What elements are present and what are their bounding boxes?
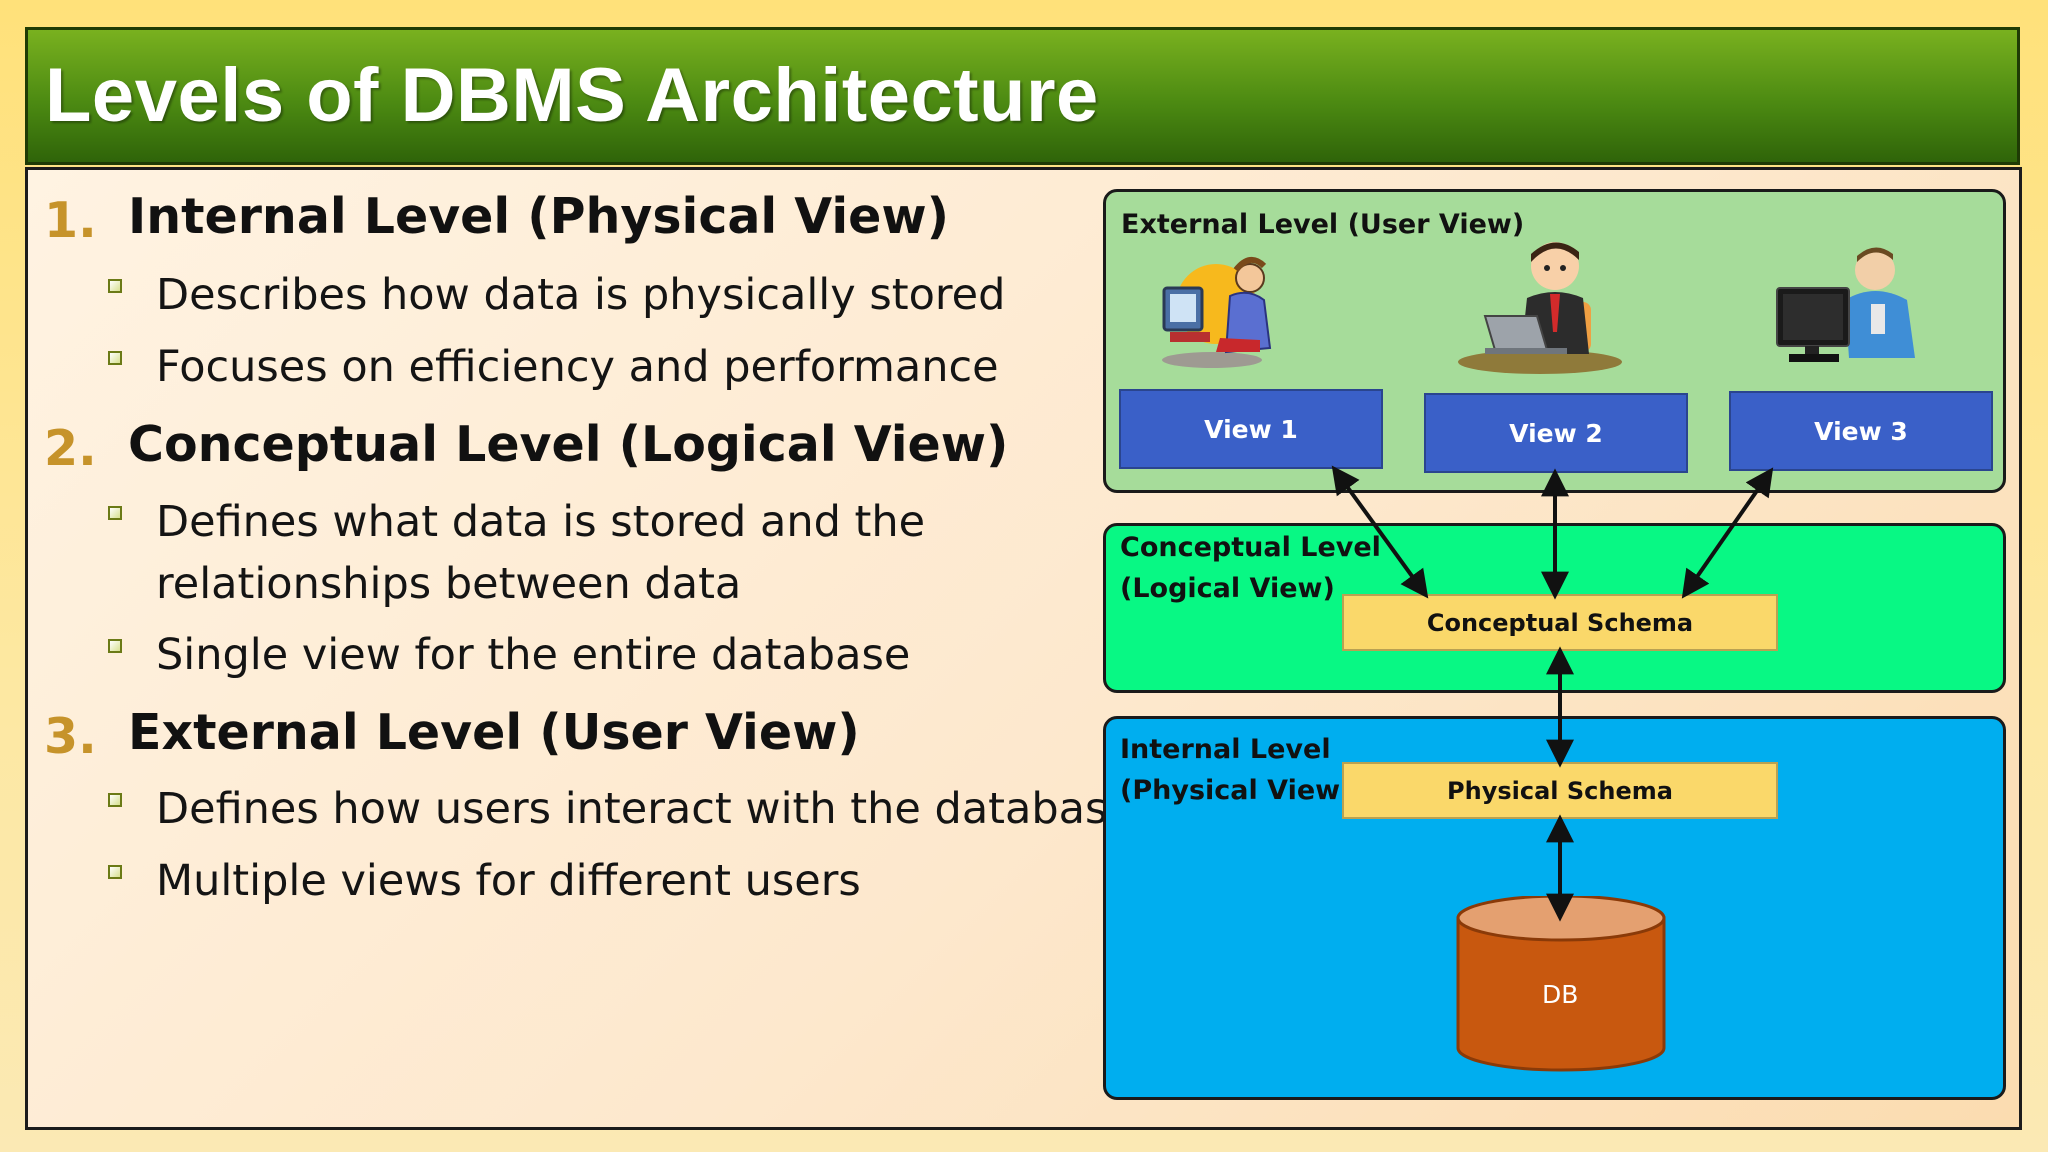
level-2-number: 2. <box>44 420 97 477</box>
bullet-box-icon <box>108 279 122 293</box>
level-2-heading: Conceptual Level (Logical View) <box>128 416 1009 473</box>
level-2-bullet-1: Defines what data is stored and the <box>156 497 926 547</box>
level-3-heading: External Level (User View) <box>128 704 860 761</box>
slide-title: Levels of DBMS Architecture <box>45 53 1099 138</box>
title-bar: Levels of DBMS Architecture <box>25 27 2020 165</box>
level-3-bullet-1: Defines how users interact with the data… <box>156 784 1134 834</box>
bullet-box-icon <box>108 793 122 807</box>
level-3-bullet-2: Multiple views for different users <box>156 856 861 906</box>
level-3-number: 3. <box>44 708 97 765</box>
man-at-monitor-icon <box>1776 247 1915 362</box>
bullet-box-icon <box>108 351 122 365</box>
view-3-label: View 3 <box>1814 416 1908 446</box>
view-3-to-conceptual-arrow <box>1681 467 1774 599</box>
view-2-label: View 2 <box>1509 418 1603 448</box>
businessman-at-laptop-icon <box>1458 242 1622 374</box>
view-1-to-conceptual-arrow <box>1331 465 1429 599</box>
view-1-label: View 1 <box>1204 414 1298 444</box>
internal-level-label-line2: (Physical View) <box>1120 775 1353 806</box>
bullet-box-icon <box>108 865 122 879</box>
level-1-bullet-2: Focuses on efficiency and performance <box>156 342 999 392</box>
view-3-box: View 3 <box>1729 391 1993 471</box>
internal-level-label-line1: Internal Level <box>1120 734 1331 765</box>
bullet-box-icon <box>108 506 122 520</box>
level-1-bullet-1: Describes how data is physically stored <box>156 270 1006 320</box>
physical-schema-label: Physical Schema <box>1447 776 1673 805</box>
level-1-number: 1. <box>44 192 97 249</box>
conceptual-level-label-line2: (Logical View) <box>1120 573 1335 604</box>
db-label: DB <box>1542 980 1579 1009</box>
user-at-computer-icon <box>1162 257 1272 368</box>
view-2-box: View 2 <box>1424 393 1688 473</box>
conceptual-schema-label: Conceptual Schema <box>1426 608 1694 637</box>
bullet-box-icon <box>108 639 122 653</box>
level-1-heading: Internal Level (Physical View) <box>128 188 950 245</box>
level-2-bullet-2: Single view for the entire database <box>156 630 911 680</box>
external-level-label: External Level (User View) <box>1121 209 1525 240</box>
outline-list: 1. Internal Level (Physical View) Descri… <box>28 170 1134 1130</box>
view-1-box: View 1 <box>1119 389 1383 469</box>
level-2-bullet-1-cont: relationships between data <box>156 559 742 609</box>
